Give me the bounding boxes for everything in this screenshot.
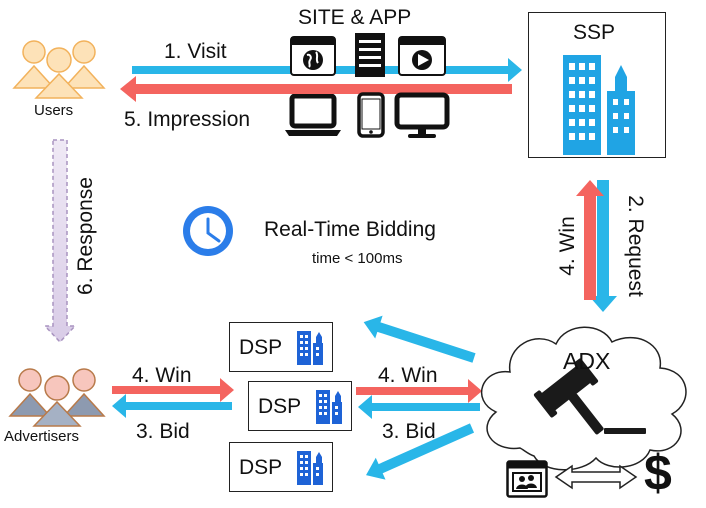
impression-label: 5. Impression bbox=[124, 108, 251, 131]
ad-window-icon bbox=[506, 460, 548, 498]
monitor-icon bbox=[394, 92, 450, 138]
clock-icon bbox=[183, 206, 233, 256]
laptop-icon bbox=[285, 94, 341, 136]
request-label: 2. Request bbox=[624, 195, 647, 297]
building-icon bbox=[563, 55, 635, 155]
request-dsp-top-arrow bbox=[363, 315, 476, 363]
double-arrow-icon bbox=[554, 464, 638, 490]
cloud-icon bbox=[480, 326, 687, 471]
browser-globe-icon bbox=[290, 36, 336, 76]
server-icon bbox=[355, 33, 385, 77]
dsp-box-middle: DSP bbox=[248, 381, 352, 431]
dsp-label: DSP bbox=[239, 336, 283, 359]
users-label: Users bbox=[34, 102, 74, 119]
site-app-label: SITE & APP bbox=[298, 6, 412, 29]
ssp-label: SSP bbox=[573, 21, 616, 44]
visit-label: 1. Visit bbox=[164, 40, 227, 63]
win-adv-label: 4. Win bbox=[132, 364, 192, 387]
adx-label: ADX bbox=[563, 348, 611, 374]
dollar-icon: $ bbox=[644, 445, 672, 501]
bid-adx-label: 3. Bid bbox=[382, 420, 436, 443]
ssp-box: SSP bbox=[528, 12, 666, 158]
rtb-subtitle: time < 100ms bbox=[312, 250, 403, 267]
win-to-ssp-arrow bbox=[576, 180, 604, 300]
gavel-icon bbox=[533, 358, 646, 435]
building-icon bbox=[316, 390, 342, 424]
video-player-icon bbox=[398, 36, 446, 76]
building-icon bbox=[297, 451, 323, 485]
request-arrow bbox=[589, 180, 617, 312]
dsp-box-bottom: DSP bbox=[229, 442, 333, 492]
win-adx-label: 4. Win bbox=[378, 364, 438, 387]
response-label: 6. Response bbox=[74, 177, 97, 295]
users-icon bbox=[12, 40, 106, 99]
bid-to-advertisers-arrow bbox=[112, 394, 232, 418]
rtb-title: Real-Time Bidding bbox=[264, 218, 436, 241]
impression-arrow bbox=[120, 76, 512, 102]
building-icon bbox=[297, 331, 323, 365]
win-to-dsp-arrow bbox=[112, 378, 234, 402]
dsp-label: DSP bbox=[258, 395, 302, 418]
request-dsp-bottom-arrow bbox=[366, 423, 475, 480]
response-arrow bbox=[43, 139, 77, 344]
bid-to-adx-arrow bbox=[358, 395, 480, 419]
dsp-box-top: DSP bbox=[229, 322, 333, 372]
win-to-dsp-center-arrow bbox=[356, 379, 482, 403]
win-ssp-label: 4. Win bbox=[556, 216, 579, 276]
advertisers-label: Advertisers bbox=[4, 428, 80, 445]
dsp-label: DSP bbox=[239, 456, 283, 479]
smartphone-icon bbox=[357, 92, 385, 138]
advertisers-icon bbox=[8, 368, 106, 427]
bid-adv-label: 3. Bid bbox=[136, 420, 190, 443]
